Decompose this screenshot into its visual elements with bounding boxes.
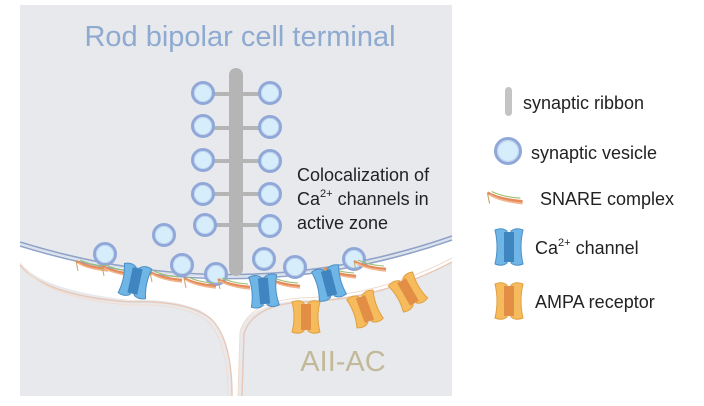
legend: synaptic ribbon synaptic vesicle SNARE c… — [486, 87, 674, 320]
vesicle — [258, 214, 282, 238]
vesicle — [258, 182, 282, 206]
ca-channel-icon — [494, 228, 524, 266]
aii-ac-label: AII-AC — [300, 346, 385, 378]
svg-text:Ca2+ channel: Ca2+ channel — [535, 237, 639, 258]
vesicle — [191, 182, 215, 206]
ampa-receptor — [291, 300, 321, 334]
vesicle — [191, 114, 215, 138]
colocalization-annotation: Colocalization of Ca2+ channels in activ… — [297, 165, 434, 233]
aii-ac-membrane-left — [19, 264, 233, 397]
legend-item-synaptic-ribbon: synaptic ribbon — [505, 87, 644, 116]
vesicle — [152, 223, 176, 247]
svg-text:synaptic ribbon: synaptic ribbon — [523, 93, 644, 113]
terminal-title: Rod bipolar cell terminal — [84, 21, 395, 53]
svg-text:SNARE complex: SNARE complex — [540, 189, 674, 209]
vesicle — [191, 148, 215, 172]
legend-item-ca-channel: Ca2+ channel — [494, 228, 639, 266]
vesicle — [258, 115, 282, 139]
vesicle — [193, 213, 217, 237]
legend-item-snare-complex: SNARE complex — [486, 189, 674, 209]
synaptic-vesicle-icon — [494, 137, 522, 165]
ampa-receptor-icon — [494, 282, 524, 320]
vesicle — [258, 149, 282, 173]
vesicle — [93, 242, 117, 266]
legend-item-ampa-receptor: AMPA receptor — [494, 282, 655, 320]
legend-item-synaptic-vesicle: synaptic vesicle — [494, 137, 657, 165]
snare-complex-icon — [486, 191, 523, 205]
vesicle — [170, 253, 194, 277]
svg-text:AMPA receptor: AMPA receptor — [535, 292, 655, 312]
synaptic-ribbon — [212, 68, 260, 276]
vesicle — [283, 255, 307, 279]
ca-channel — [248, 273, 280, 309]
vesicle — [258, 81, 282, 105]
synaptic-ribbon-icon — [505, 87, 512, 116]
vesicle — [191, 81, 215, 105]
svg-text:synaptic vesicle: synaptic vesicle — [531, 143, 657, 163]
vesicle — [252, 247, 276, 271]
